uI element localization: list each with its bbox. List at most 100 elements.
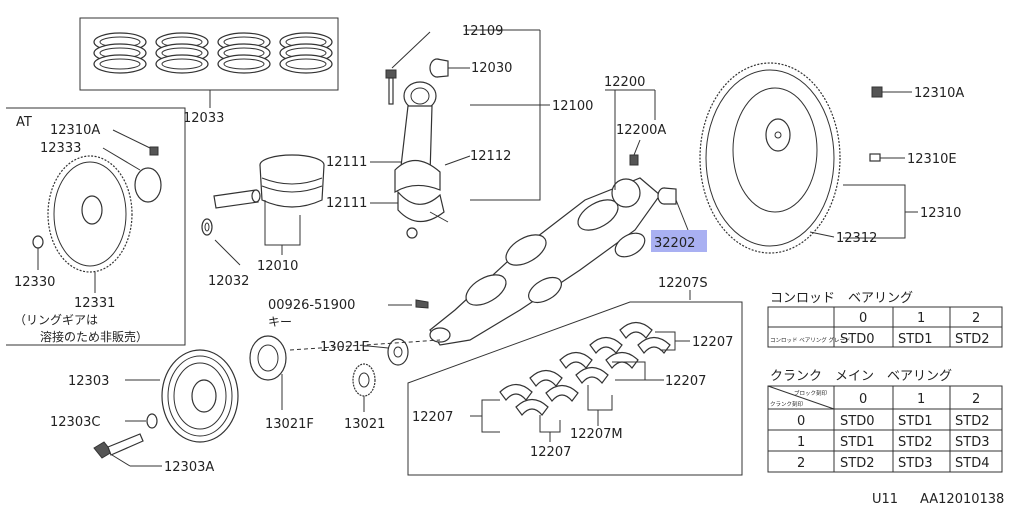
- ring-gear-note-2: 溶接のため非販売）: [40, 329, 148, 344]
- callout-32202[interactable]: 32202: [654, 236, 695, 251]
- callout-12303C[interactable]: 12303C: [50, 415, 100, 430]
- highlight-box: [651, 230, 707, 252]
- piston-ring-set: [155, 32, 209, 74]
- callout-12112[interactable]: 12112: [470, 149, 511, 164]
- callout-12200A[interactable]: 12200A: [616, 123, 666, 138]
- crank-cell: STD1: [840, 435, 874, 450]
- drive-plate: [47, 155, 133, 273]
- callout-13021F[interactable]: 13021F: [265, 417, 314, 432]
- callout-12333[interactable]: 12333: [40, 141, 81, 156]
- conrod-header-0: 0: [859, 311, 867, 326]
- piston-ring-set: [93, 32, 147, 74]
- crank-cell: STD2: [955, 414, 989, 429]
- diagram-reference: AA12010138: [920, 492, 1004, 507]
- pilot-bearing-group[interactable]: 32202: [651, 187, 707, 252]
- flywheel-bolt: [871, 86, 883, 98]
- callout-12200[interactable]: 12200: [604, 75, 645, 90]
- crank-header-1: 1: [917, 392, 925, 407]
- piston-ring-set: [217, 32, 271, 74]
- crank-cell: STD3: [898, 456, 932, 471]
- conrod-header-1: 1: [917, 311, 925, 326]
- conrod-bushing: [429, 58, 449, 78]
- bearing-shells: [499, 321, 671, 416]
- callout-12207-left[interactable]: 12207: [412, 410, 453, 425]
- callout-12207-bottom[interactable]: 12207: [530, 445, 571, 460]
- piston: [259, 154, 325, 208]
- conrod-table-title: コンロッド ベアリング: [770, 291, 913, 306]
- callout-12111-lower[interactable]: 12111: [326, 196, 367, 211]
- key-group[interactable]: 00926-51900 キー: [268, 298, 429, 329]
- piston-rings-group[interactable]: 12033: [79, 17, 339, 126]
- conrod-bolt: [385, 69, 397, 105]
- crank-header-2: 2: [972, 392, 980, 407]
- crank-row-label: 2: [797, 456, 805, 471]
- conrod-row-label: コンロッド ベアリング グレード: [770, 336, 851, 344]
- callout-12310E[interactable]: 12310E: [907, 152, 957, 167]
- crank-pulley-group[interactable]: 12303 12303C 12303A 13021F 13021 13021E: [50, 335, 441, 475]
- snap-ring: [201, 218, 213, 236]
- key-label: キー: [268, 315, 292, 329]
- crank-cell: STD3: [955, 435, 989, 450]
- dowel-pin: [869, 153, 881, 162]
- conrod-header-2: 2: [972, 311, 980, 326]
- pulley-bolt: [93, 433, 144, 459]
- connecting-rod-group[interactable]: 12109 12030 12100 12111 12111 12112: [326, 24, 593, 239]
- callout-12303[interactable]: 12303: [68, 374, 109, 389]
- flywheel: [699, 62, 841, 254]
- connecting-rod: [394, 81, 449, 239]
- callout-12331[interactable]: 12331: [74, 296, 115, 311]
- callout-12303A[interactable]: 12303A: [164, 460, 214, 475]
- at-section[interactable]: AT 12310A 12333 12330 12331 （リングギアは 溶接のた…: [6, 107, 186, 346]
- callout-13021E[interactable]: 13021E: [320, 340, 370, 355]
- callout-12310A-right[interactable]: 12310A: [914, 86, 964, 101]
- callout-12207M[interactable]: 12207M: [570, 427, 623, 442]
- conrod-bearing-table: コンロッド ベアリング 0 1 2 コンロッド ベアリング グレード STD0 …: [767, 291, 1003, 348]
- callout-12312[interactable]: 12312: [836, 231, 877, 246]
- conrod-value-1: STD1: [898, 332, 932, 347]
- crank-cell: STD1: [898, 414, 932, 429]
- crank-cell: STD2: [840, 456, 874, 471]
- pilot-bearing: [657, 187, 677, 205]
- front-oil-seal: [249, 335, 287, 381]
- crank-main-bearing-table: クランク メイン ベアリング ブロック刻印 クランク刻印 0 1 2 0 STD…: [767, 369, 1003, 473]
- piston-ring-set: [279, 32, 333, 74]
- callout-00926-51900[interactable]: 00926-51900: [268, 298, 355, 313]
- callout-12030[interactable]: 12030: [471, 61, 512, 76]
- pulley-washer: [146, 413, 158, 429]
- callout-12330[interactable]: 12330: [14, 275, 55, 290]
- callout-12207-right-lower[interactable]: 12207: [665, 374, 706, 389]
- callout-12207S[interactable]: 12207S: [658, 276, 708, 291]
- crank-table-title: クランク メイン ベアリング: [770, 369, 952, 384]
- callout-12109[interactable]: 12109: [462, 24, 503, 39]
- callout-12111-upper[interactable]: 12111: [326, 155, 367, 170]
- drive-plate-bolt: [149, 146, 159, 156]
- crank-header-bottom: クランク刻印: [770, 400, 804, 408]
- crank-cell: STD0: [840, 414, 874, 429]
- at-spacer: [32, 235, 44, 249]
- mt-flywheel-group[interactable]: 12310A 12310E 12310 12312: [699, 62, 964, 254]
- conrod-value-0: STD0: [840, 332, 874, 347]
- callout-12310[interactable]: 12310: [920, 206, 961, 221]
- crankshaft[interactable]: 12200 12200A: [429, 75, 666, 346]
- callout-12032[interactable]: 12032: [208, 274, 249, 289]
- callout-12010[interactable]: 12010: [257, 259, 298, 274]
- callout-13021[interactable]: 13021: [344, 417, 385, 432]
- crank-pulley: [161, 349, 239, 443]
- crank-row-label: 0: [797, 414, 805, 429]
- crank-row-label: 1: [797, 435, 805, 450]
- crank-sprocket: [352, 363, 376, 397]
- main-bearing-set[interactable]: 12207S 12207 12207 12207 12207M 12207: [407, 276, 743, 476]
- callout-12310A-at[interactable]: 12310A: [50, 123, 100, 138]
- crank-header-top: ブロック刻印: [794, 389, 828, 397]
- ring-gear-note: （リングギアは: [14, 313, 98, 327]
- piston-pin: [213, 189, 261, 209]
- piston-group[interactable]: 12010 12032: [201, 154, 325, 289]
- callout-12033[interactable]: 12033: [183, 111, 224, 126]
- at-label: AT: [16, 115, 32, 130]
- sprocket-spacer: [387, 338, 409, 366]
- reinforcement-plate: [134, 167, 162, 203]
- callout-12100[interactable]: 12100: [552, 99, 593, 114]
- callout-12207-right-upper[interactable]: 12207: [692, 335, 733, 350]
- diagram-code: U11: [872, 492, 898, 507]
